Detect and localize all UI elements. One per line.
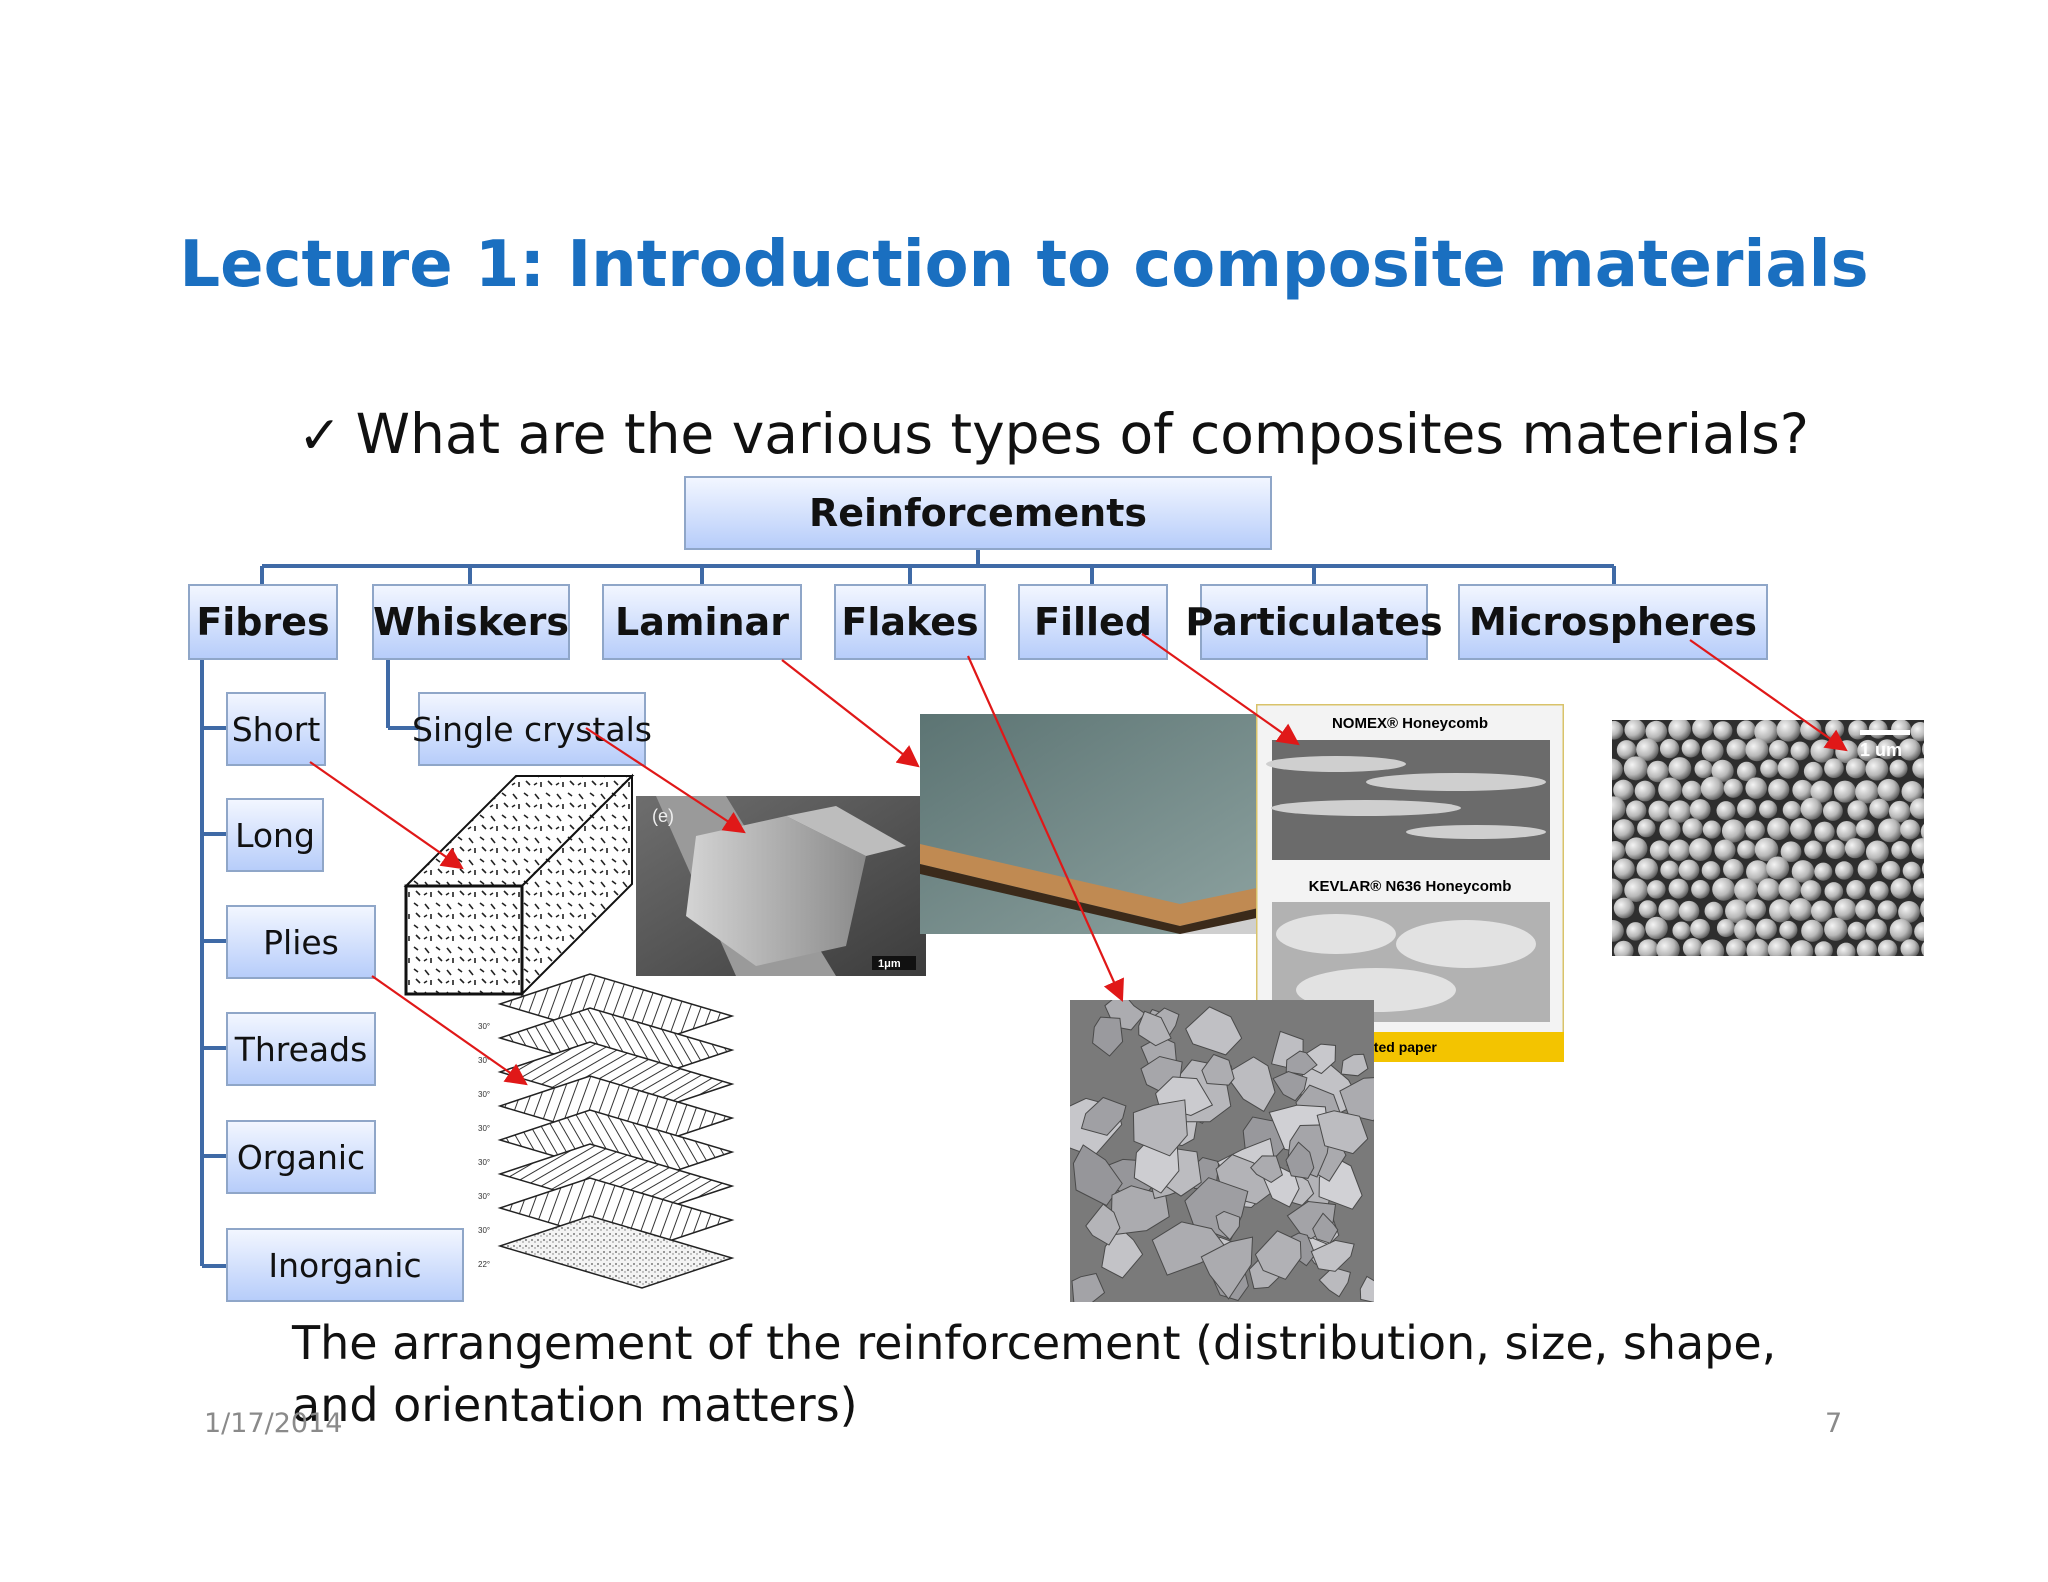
svg-text:30°: 30° [478, 1158, 490, 1167]
svg-text:30°: 30° [478, 1056, 490, 1065]
laminar-board-photo [920, 714, 1276, 934]
plies-stack-illustration: 30° 30° 30° 30° 30° 30° 30° 22° [478, 973, 735, 1289]
svg-text:NOMEX® Honeycomb: NOMEX® Honeycomb [1332, 715, 1488, 732]
category-flakes: Flakes [834, 584, 986, 660]
fibre-threads: Threads [226, 1012, 376, 1086]
svg-text:1 um: 1 um [1860, 740, 1902, 760]
arrow-single-crystals [585, 727, 746, 834]
fibre-inorganic: Inorganic [226, 1228, 464, 1302]
arrow-laminar [781, 659, 920, 768]
category-fibres: Fibres [188, 584, 338, 660]
arrow-short [309, 761, 464, 870]
svg-text:30°: 30° [478, 1226, 490, 1235]
category-filled: Filled [1018, 584, 1168, 660]
fibre-plies: Plies [226, 905, 376, 979]
fibre-organic: Organic [226, 1120, 376, 1194]
whisker-single-crystals: Single crystals [412, 692, 652, 766]
svg-text:(e): (e) [652, 806, 674, 826]
footnote-text: The arrangement of the reinforcement (di… [292, 1316, 1777, 1432]
arrow-microspheres [1689, 639, 1848, 752]
svg-text:1μm: 1μm [878, 958, 901, 970]
arrow-plies [371, 975, 528, 1086]
slide-date: 1/17/2014 [204, 1408, 343, 1439]
svg-text:22°: 22° [478, 1260, 490, 1269]
svg-text:30°: 30° [478, 1124, 490, 1133]
slide-title: Lecture 1: Introduction to composite mat… [179, 228, 1869, 302]
category-microspheres: Microspheres [1458, 584, 1768, 660]
fibre-long: Long [226, 798, 324, 872]
svg-text:30°: 30° [478, 1090, 490, 1099]
category-whiskers: Whiskers [372, 584, 570, 660]
page-number: 7 [1825, 1408, 1843, 1439]
category-particulates: Particulates [1185, 584, 1443, 660]
checkmark-icon: ✓ [298, 406, 342, 466]
category-laminar: Laminar [602, 584, 802, 660]
flakes-photo [1070, 1000, 1374, 1302]
question-text: What are the various types of composites… [355, 402, 1809, 466]
svg-text:30°: 30° [478, 1022, 490, 1031]
svg-text:30°: 30° [478, 1192, 490, 1201]
arrow-filled [1141, 633, 1300, 746]
question-bullet: ✓What are the various types of composite… [298, 402, 1809, 466]
reinforcements-box: Reinforcements [684, 476, 1272, 550]
arrow-flakes [966, 655, 1124, 1003]
whisker-sem-image: (e) 1μm [636, 796, 926, 976]
fibre-short: Short [226, 692, 326, 766]
svg-text:KEVLAR® N636 Honeycomb: KEVLAR® N636 Honeycomb [1309, 878, 1512, 895]
